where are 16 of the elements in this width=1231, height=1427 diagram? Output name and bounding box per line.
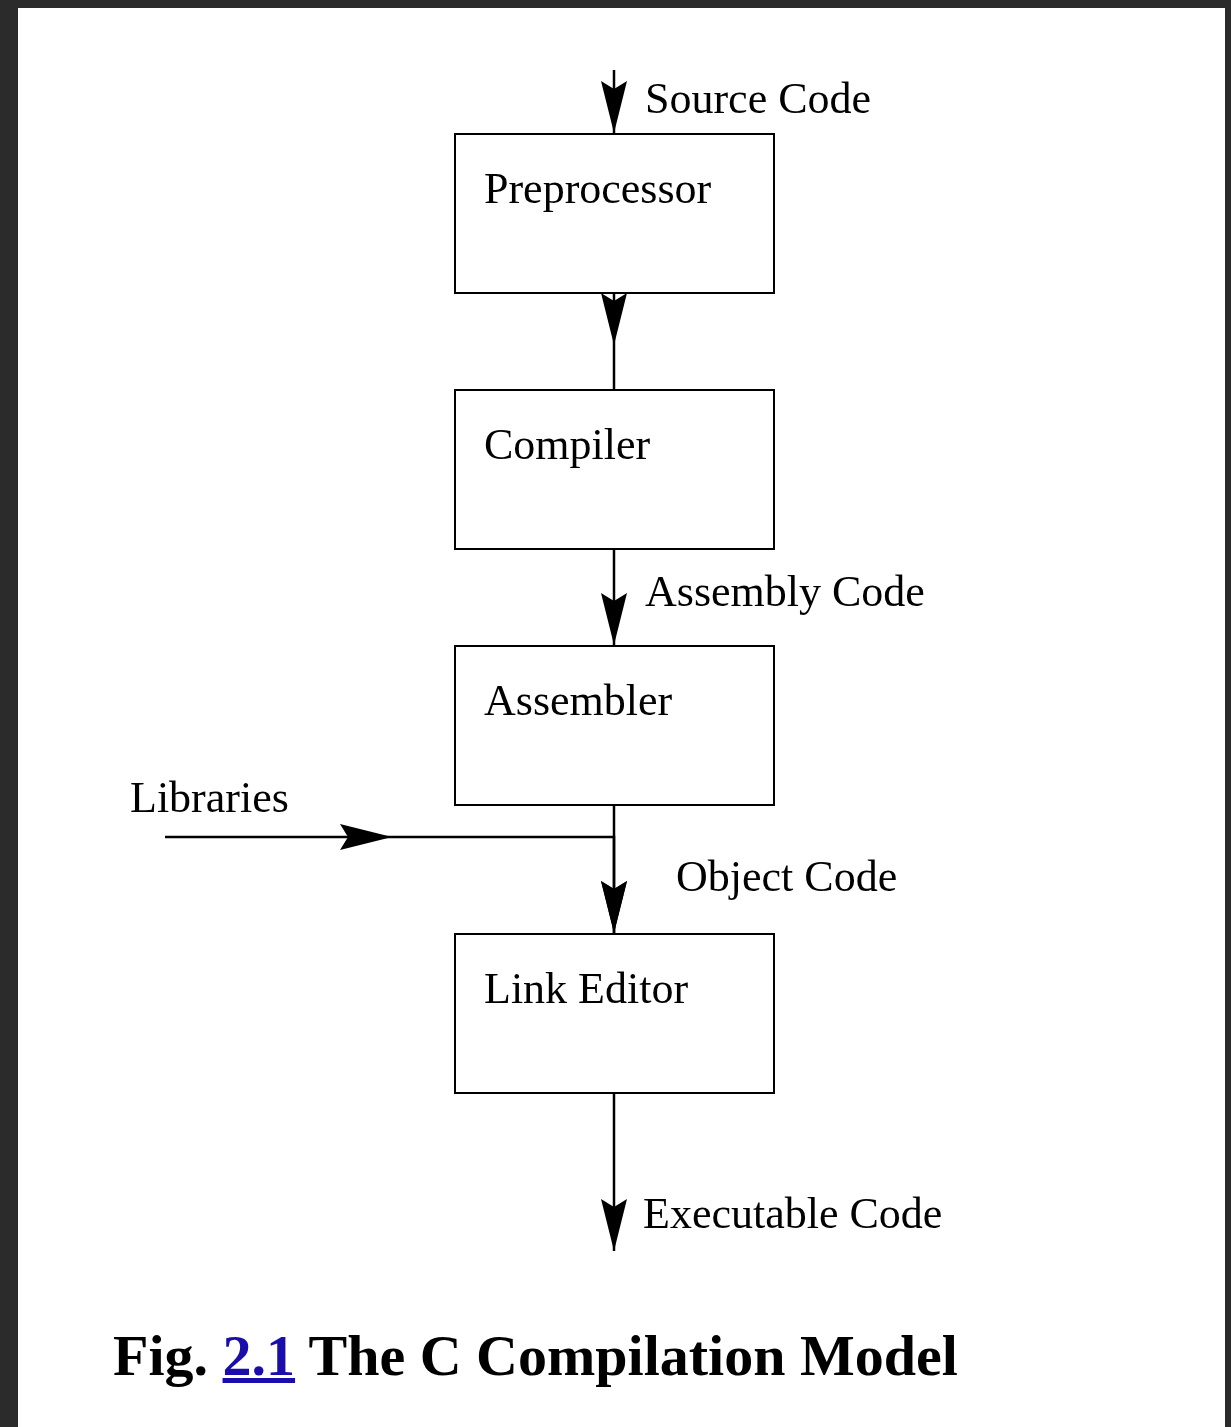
process-label: Compiler (484, 420, 651, 469)
process-box (454, 933, 775, 1094)
arrow (601, 550, 627, 645)
process-box (454, 389, 775, 550)
process-label: Link Editor (484, 964, 689, 1013)
figure-caption: Fig. 2.1 The C Compilation Model (113, 1322, 958, 1389)
process-box (454, 645, 775, 806)
figure-link: 2.1 (222, 1323, 296, 1388)
process-box (454, 133, 775, 294)
arrow (601, 70, 627, 133)
arrow (165, 824, 627, 933)
process-label: Preprocessor (484, 164, 712, 213)
arrow (601, 293, 627, 389)
arrow (601, 1094, 627, 1251)
input-label: Libraries (130, 773, 289, 822)
process-label: Assembler (484, 676, 673, 725)
